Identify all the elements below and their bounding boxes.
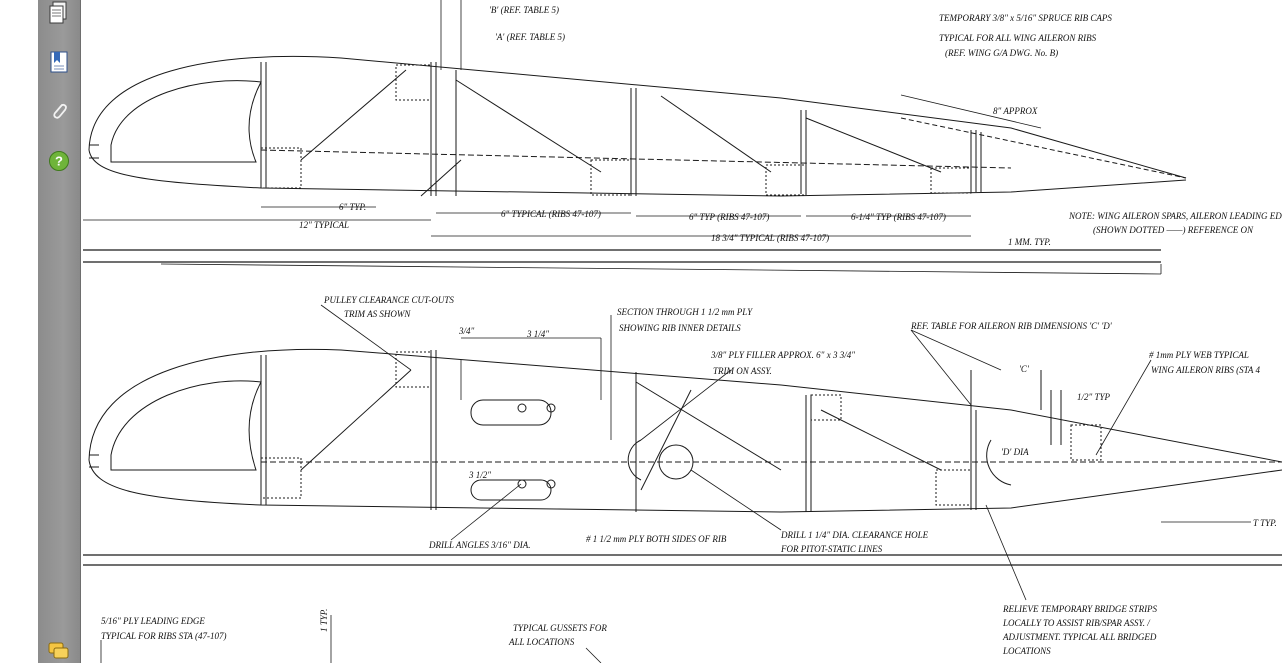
gussets-line1: TYPICAL GUSSETS FOR bbox=[513, 623, 607, 633]
bottom-dimension-lines bbox=[83, 304, 1282, 663]
drill-line2: FOR PITOT-STATIC LINES bbox=[780, 544, 883, 554]
approx-dimension: 8" APPROX bbox=[993, 106, 1038, 116]
rib-caps-line2: TYPICAL FOR ALL WING AILERON RIBS bbox=[939, 33, 1097, 43]
note-line1: NOTE: WING AILERON SPARS, AILERON LEADIN… bbox=[1068, 211, 1282, 221]
ref-a-label: 'A' (REF. TABLE 5) bbox=[495, 32, 565, 42]
dim-3-5: 3 1/2" bbox=[468, 470, 491, 480]
rib-caps-line3: (REF. WING G/A DWG. No. B) bbox=[945, 48, 1058, 58]
ply-both-sides: # 1 1/2 mm PLY BOTH SIDES OF RIB bbox=[586, 534, 727, 544]
relieve-line3: ADJUSTMENT. TYPICAL ALL BRIDGED bbox=[1002, 632, 1157, 642]
drill-line1: DRILL 1 1/4" DIA. CLEARANCE HOLE bbox=[780, 530, 929, 540]
help-button[interactable]: ? bbox=[46, 148, 72, 174]
le-line1: 5/16" PLY LEADING EDGE bbox=[101, 616, 205, 626]
dim-18-3-4: 18 3/4" TYPICAL (RIBS 47-107) bbox=[711, 233, 829, 243]
bottom-notes: PULLEY CLEARANCE CUT-OUTS TRIM AS SHOWN … bbox=[323, 295, 1277, 554]
comments-button[interactable] bbox=[46, 638, 72, 664]
dim-3-1-4: 3 1/4" bbox=[526, 329, 549, 339]
svg-text:?: ? bbox=[55, 154, 63, 169]
dim-6-typ-2: 6" TYP (RIBS 47-107) bbox=[689, 212, 769, 222]
pages-button[interactable] bbox=[46, 0, 72, 26]
comments-icon bbox=[48, 642, 69, 659]
navigation-sidebar: ? bbox=[38, 0, 81, 663]
document-view[interactable]: 'B' (REF. TABLE 5) 'A' (REF. TABLE 5) TE… bbox=[81, 0, 1282, 663]
help-icon: ? bbox=[49, 151, 69, 171]
footer-notes: 5/16" PLY LEADING EDGE TYPICAL FOR RIBS … bbox=[101, 604, 1158, 656]
web-line2: WING AILERON RIBS (STA 4 bbox=[1151, 365, 1260, 375]
attachments-button[interactable] bbox=[46, 98, 72, 124]
dim-half-typ: 1/2" TYP bbox=[1077, 392, 1111, 402]
ref-table-cd: REF. TABLE FOR AILERON RIB DIMENSIONS 'C… bbox=[910, 321, 1113, 331]
pulley-line1: PULLEY CLEARANCE CUT-OUTS bbox=[323, 295, 454, 305]
gussets-line2: ALL LOCATIONS bbox=[508, 637, 575, 647]
ref-b-label: 'B' (REF. TABLE 5) bbox=[489, 5, 559, 15]
bookmarks-button[interactable] bbox=[46, 49, 72, 75]
rib-caps-line1: TEMPORARY 3/8" x 5/16" SPRUCE RIB CAPS bbox=[939, 13, 1112, 23]
bookmark-icon bbox=[50, 51, 68, 73]
dim-6-1-4-typ: 6-1/4" TYP (RIBS 47-107) bbox=[851, 212, 946, 222]
relieve-line2: LOCALLY TO ASSIST RIB/SPAR ASSY. / bbox=[1002, 618, 1151, 628]
relieve-line4: LOCATIONS bbox=[1002, 646, 1051, 656]
t-typ: T TYP. bbox=[1253, 518, 1277, 528]
left-margin bbox=[0, 0, 38, 663]
filler-line2: TRIM ON ASSY. bbox=[713, 366, 772, 376]
bottom-wing-rib bbox=[88, 348, 1282, 513]
relieve-line1: RELIEVE TEMPORARY BRIDGE STRIPS bbox=[1002, 604, 1158, 614]
dim-1mm: 1 MM. TYP. bbox=[1008, 237, 1051, 247]
filler-line1: 3/8" PLY FILLER APPROX. 6" x 3 3/4" bbox=[710, 350, 855, 360]
web-line1: # 1mm PLY WEB TYPICAL bbox=[1149, 350, 1249, 360]
dim-6-typ: 6" TYP. bbox=[339, 202, 366, 212]
top-dimension-lines bbox=[83, 0, 1162, 275]
engineering-drawing: 'B' (REF. TABLE 5) 'A' (REF. TABLE 5) TE… bbox=[83, 0, 1282, 663]
dim-3-4: 3/4" bbox=[458, 326, 475, 336]
pulley-line2: TRIM AS SHOWN bbox=[344, 309, 411, 319]
top-notes: 'B' (REF. TABLE 5) 'A' (REF. TABLE 5) TE… bbox=[299, 5, 1282, 247]
top-wing-rib bbox=[88, 55, 1187, 197]
dim-12-typical: 12" TYPICAL bbox=[299, 220, 349, 230]
note-line2: (SHOWN DOTTED ——) REFERENCE ON bbox=[1093, 225, 1254, 235]
dim-c: 'C' bbox=[1019, 364, 1030, 374]
paperclip-icon bbox=[53, 103, 67, 119]
dim-6-typical: 6" TYPICAL (RIBS 47-107) bbox=[501, 209, 601, 219]
dim-d: 'D' DIA bbox=[1001, 447, 1029, 457]
le-line2: TYPICAL FOR RIBS STA (47-107) bbox=[101, 631, 227, 641]
drill-angles: DRILL ANGLES 3/16" DIA. bbox=[428, 540, 530, 550]
section-line1: SECTION THROUGH 1 1/2 mm PLY bbox=[617, 307, 753, 317]
section-line2: SHOWING RIB INNER DETAILS bbox=[619, 323, 741, 333]
side-typ: 1 TYP. bbox=[319, 609, 329, 632]
pages-icon bbox=[49, 1, 67, 24]
